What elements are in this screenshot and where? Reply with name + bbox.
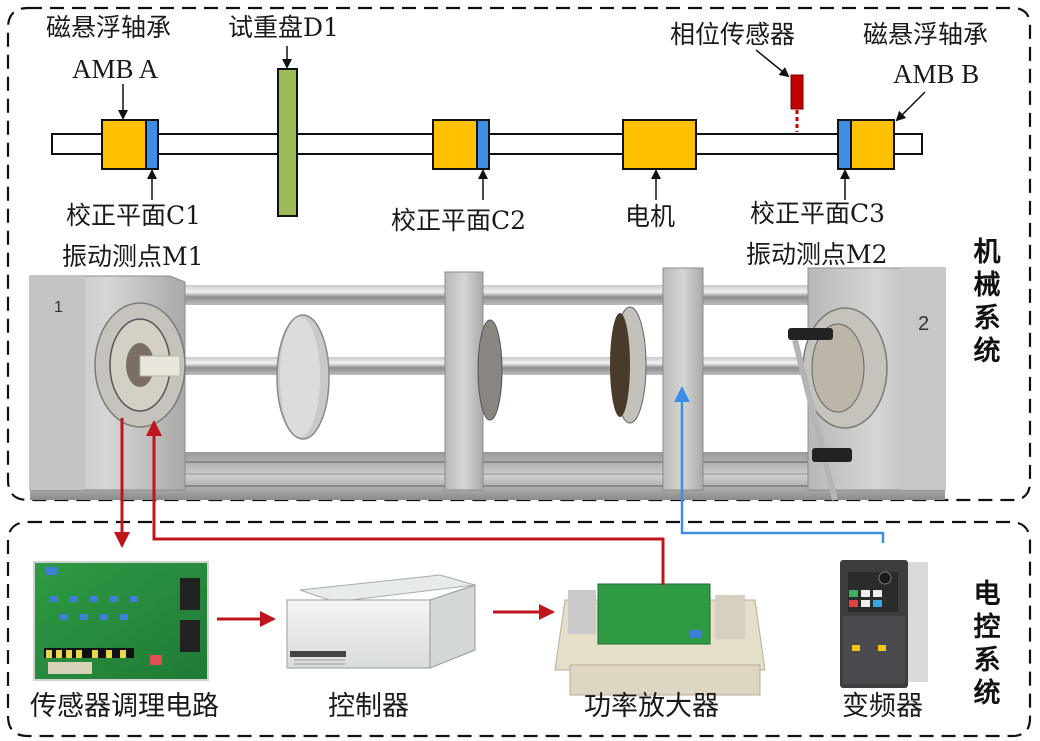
label-amb-b-en: AMB B: [893, 59, 980, 89]
label-plane-c1: 校正平面C1: [66, 201, 202, 230]
label-motor: 电机: [625, 202, 676, 231]
label-disk-d1: 试重盘D1: [228, 13, 339, 42]
label-phase-sensor: 相位传感器: [670, 20, 796, 49]
label-plane-c3: 校正平面C3: [750, 199, 886, 228]
section-label-mechanical: 机 械 系 统: [973, 237, 1001, 367]
label-amb-b-cn: 磁悬浮轴承: [863, 20, 989, 49]
signal-arrow-amplifier-to-bearing: [146, 420, 665, 585]
mid-bearing-block: [432, 119, 478, 170]
motor-block: [622, 119, 697, 170]
label-amb-a-en: AMB A: [72, 54, 159, 84]
arrow-phase-sensor: [755, 49, 790, 78]
mechanical-system-border: [6, 6, 1032, 502]
rotor-schematic: [51, 46, 926, 217]
plane-c2-block: [476, 119, 490, 170]
controller-photo: [286, 574, 476, 669]
arrow-amb-b: [895, 91, 926, 122]
phase-sensor-block: [790, 74, 804, 110]
amb-b-block: [850, 119, 895, 170]
caption-power-amplifier: 功率放大器: [584, 691, 719, 722]
plane-c1-block: [145, 119, 159, 170]
sensor-conditioning-board-photo: [33, 561, 209, 681]
end-mark-1: 1: [54, 299, 63, 316]
inverter-photo: [840, 560, 928, 688]
section-label-electrical: 电 控 系 统: [973, 579, 1001, 709]
amb-a-block: [101, 119, 147, 170]
label-amb-a-cn: 磁悬浮轴承: [46, 13, 172, 42]
end-mark-2: 2: [918, 313, 929, 335]
test-rig-photo: 1 2: [29, 267, 946, 501]
label-point-m1: 振动测点M1: [62, 242, 204, 271]
caption-sensor-conditioning: 传感器调理电路: [30, 691, 219, 722]
label-point-m2: 振动测点M2: [746, 240, 888, 269]
caption-controller: 控制器: [328, 691, 409, 722]
disk-d1-block: [277, 68, 298, 217]
power-amplifier-photo: [554, 583, 766, 696]
plane-c3-block: [837, 119, 852, 170]
drive-arrow-inverter-to-motor: [674, 386, 885, 543]
electrical-system-border: [6, 520, 1032, 738]
caption-inverter: 变频器: [842, 691, 923, 722]
label-plane-c2: 校正平面C2: [391, 206, 527, 235]
